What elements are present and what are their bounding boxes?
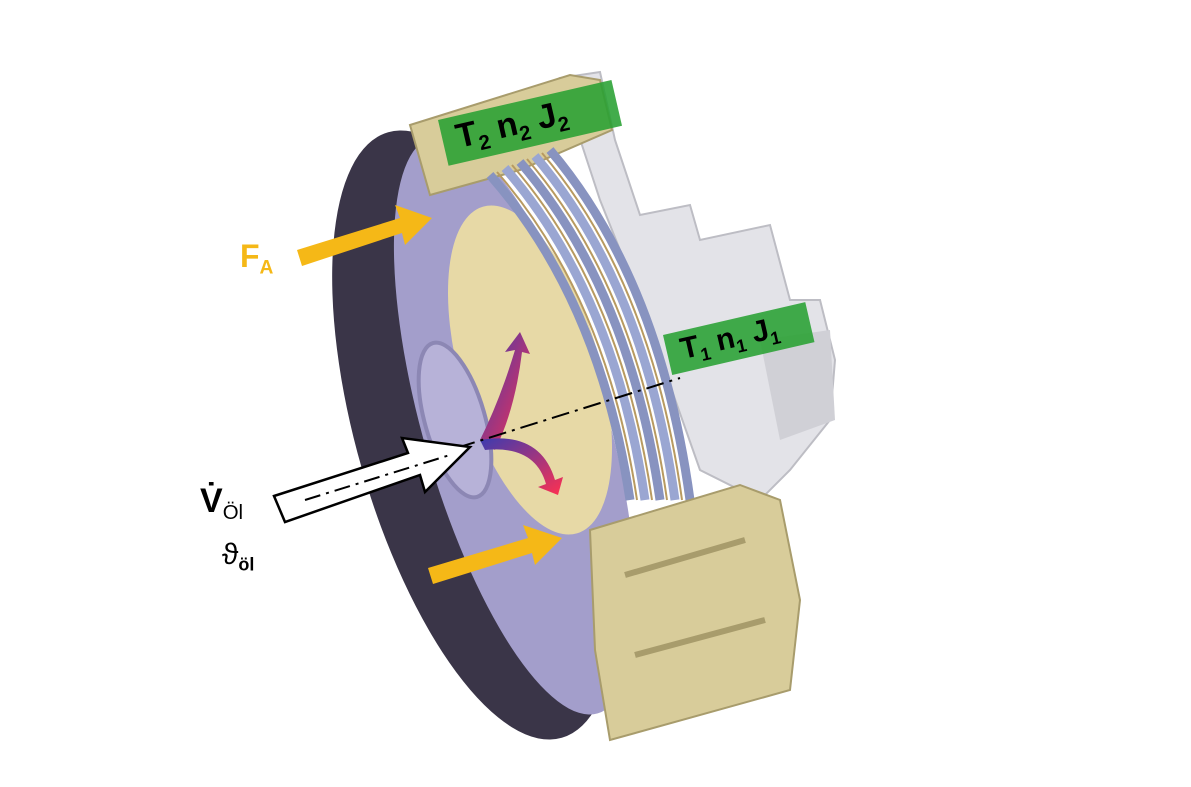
oil-temperature-label: ϑöl <box>222 538 255 575</box>
inner-hub <box>558 70 837 502</box>
outer-drum-bottom <box>588 483 802 742</box>
oil-flow-up-arrow <box>480 332 530 450</box>
oil-flow-down-arrow <box>480 438 563 495</box>
axial-force-arrow-bottom <box>428 525 562 584</box>
axial-force-label: FA <box>240 238 274 279</box>
oil-flow-label: V̇Öl <box>200 482 244 525</box>
oil-inlet-ring <box>416 340 494 500</box>
clutch-plates <box>486 147 695 501</box>
axial-force-arrow-top <box>297 205 432 266</box>
hub-shaft <box>760 330 835 440</box>
